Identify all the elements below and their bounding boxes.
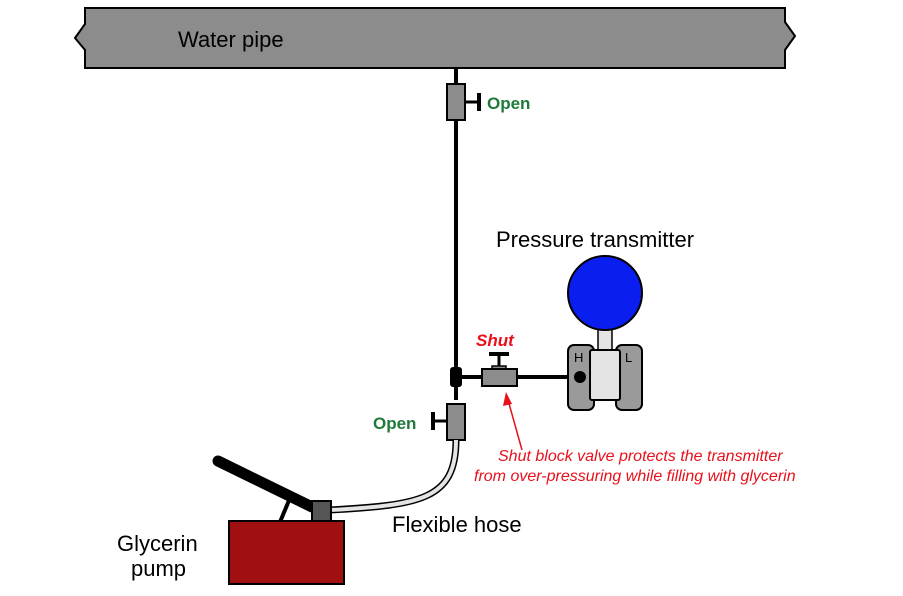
fill-valve-body [446,403,466,441]
block-valve-annotation: Shut block valve protects the transmitte… [474,392,796,485]
hose-label: Flexible hose [392,512,522,537]
annotation-arrowhead [503,392,512,406]
block-valve-body [481,368,518,387]
pump-label-line2: pump [131,556,186,581]
hose-outer [329,439,460,514]
pump-label-line1: Glycerin [117,531,198,556]
transmitter-head [567,255,643,331]
top-valve-state: Open [487,94,530,113]
water-pipe-body [73,7,797,69]
pump-linkage [278,497,292,523]
pressure-transmitter: Pressure transmitter H L [496,227,694,411]
top-valve-body [446,83,466,121]
pump-handle [212,455,318,513]
fill-valve-state: Open [373,414,416,433]
annotation-line2: from over-pressuring while filling with … [474,468,796,485]
annotation-line1: Shut block valve protects the transmitte… [498,448,783,465]
transmitter-title: Pressure transmitter [496,227,694,252]
sensor-body [589,349,621,401]
port-low-label: L [625,350,632,365]
water-pipe-label: Water pipe [178,27,284,52]
high-port-connection [574,371,586,383]
port-high-label: H [574,350,583,365]
tee-fitting [450,367,462,387]
transmitter-neck [597,327,613,351]
block-valve-state: Shut [476,331,515,350]
annotation-arrow-line [507,399,523,451]
block-valve: Shut [476,331,518,387]
glycerin-pump: Glycerin pump [117,455,345,585]
hose-inner [329,439,458,512]
pump-body [228,520,345,585]
top-root-valve: Open [446,83,530,121]
pump-outlet [311,500,332,522]
fill-valve: Open [373,403,466,441]
water-pipe: Water pipe [73,7,797,69]
flexible-hose: Flexible hose [329,439,522,537]
